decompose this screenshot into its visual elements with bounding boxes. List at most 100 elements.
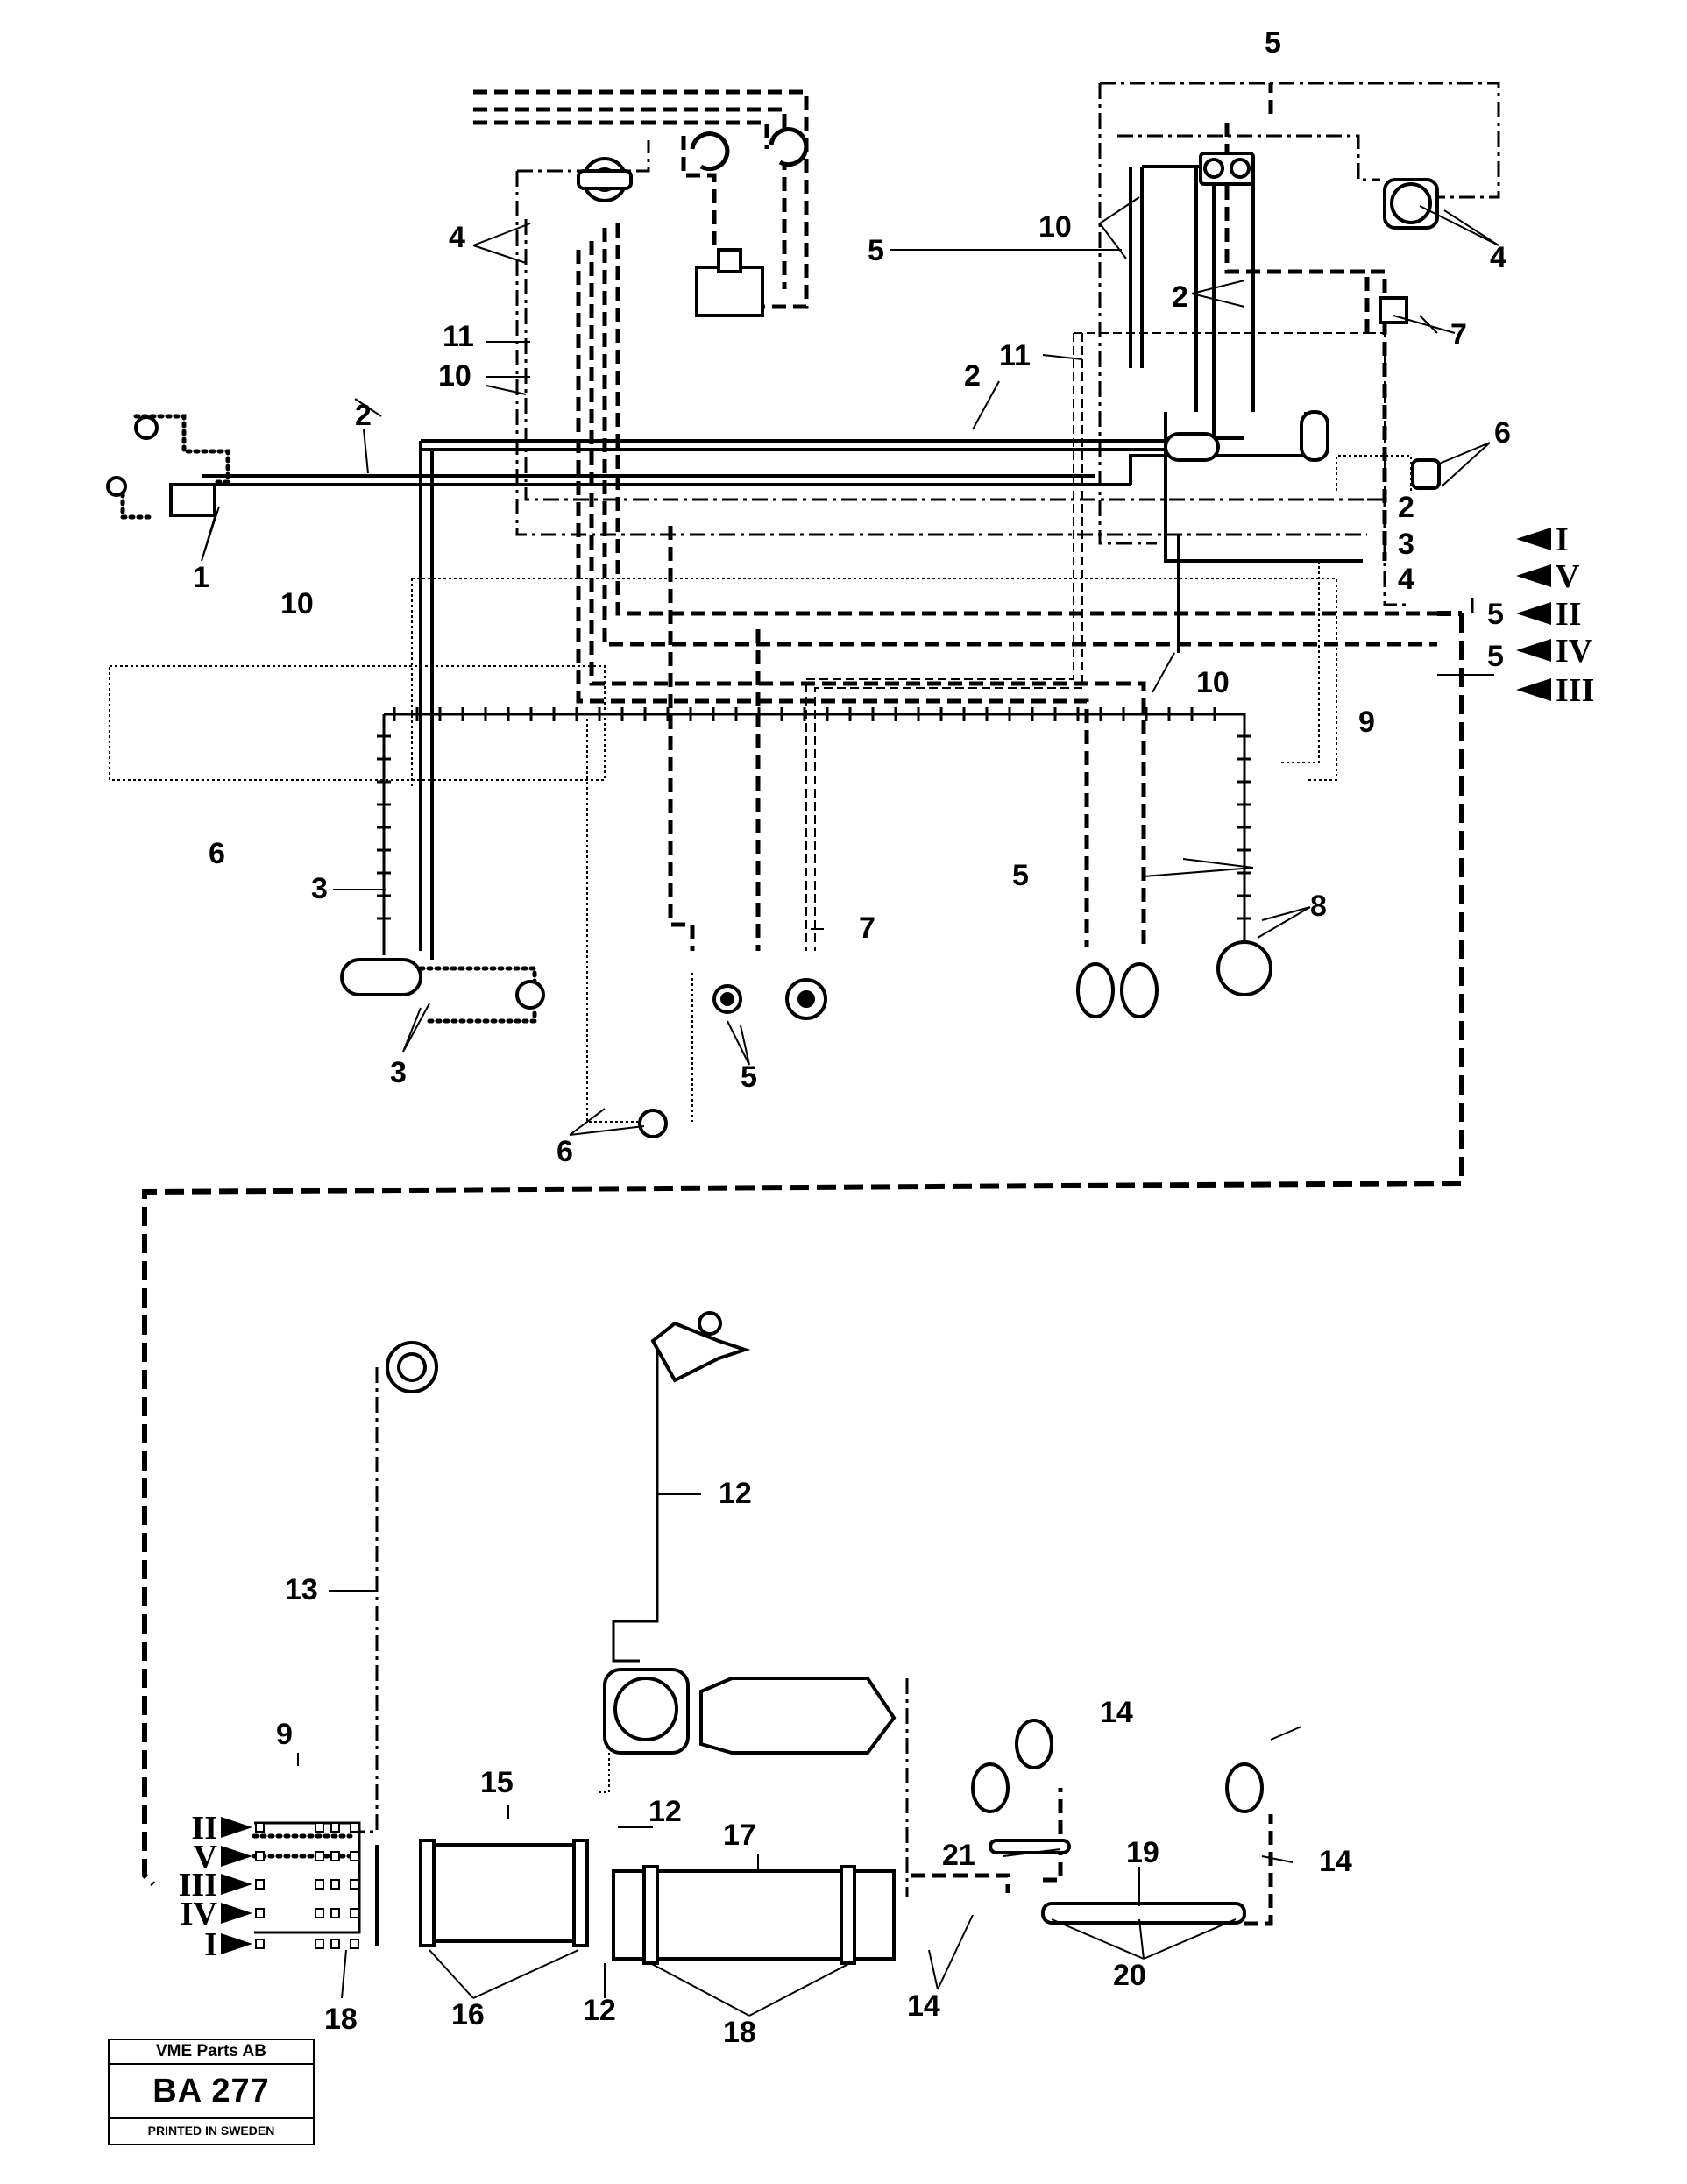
compressor-component	[603, 1668, 690, 1755]
air-tank-component	[699, 1677, 897, 1755]
plus-marker	[1139, 707, 1153, 721]
callout-18: 18	[324, 2003, 358, 2036]
connector-pin	[350, 1939, 359, 1949]
plus-marker	[820, 707, 834, 721]
callout-5: 5	[1487, 598, 1504, 631]
sensor-component	[1411, 458, 1441, 490]
callout-2: 2	[1398, 491, 1414, 524]
plus-marker	[377, 752, 391, 766]
connector-pin	[330, 1908, 340, 1918]
connector-pin	[255, 1908, 265, 1918]
title-stamp: VME Parts AB BA 277 PRINTED IN SWEDEN	[108, 2039, 315, 2145]
connector-arrow	[1516, 602, 1551, 625]
callout-2: 2	[1172, 280, 1188, 314]
connector-arrow	[221, 1846, 252, 1867]
line-5-dashed	[142, 83, 1464, 1926]
stamp-company: VME Parts AB	[110, 2040, 313, 2065]
plus-marker	[889, 707, 903, 721]
callout-5: 5	[1012, 859, 1029, 892]
callout-14: 14	[1319, 1845, 1352, 1878]
plus-marker	[1094, 707, 1108, 721]
callout-10: 10	[1196, 666, 1230, 699]
callout-6: 6	[1494, 416, 1511, 450]
callout-4: 4	[1490, 241, 1506, 274]
plus-marker	[433, 707, 447, 721]
connector-pin	[315, 1908, 324, 1918]
callout-10: 10	[280, 587, 314, 620]
callout-6: 6	[556, 1135, 573, 1168]
connector-label: II	[191, 1810, 217, 1847]
brake-valve-component	[650, 1311, 751, 1383]
valve-component	[690, 127, 809, 172]
line-7-thin	[805, 332, 1386, 951]
callout-12: 12	[719, 1477, 752, 1510]
callout-11: 11	[999, 339, 1031, 372]
plus-marker	[661, 707, 675, 721]
plus-marker	[1237, 775, 1251, 789]
plus-marker	[843, 707, 857, 721]
plus-marker	[980, 707, 994, 721]
connector-block-9	[255, 1822, 359, 1949]
plus-marker	[1048, 707, 1062, 721]
connector-label: III	[179, 1867, 217, 1904]
plus-marker	[592, 707, 606, 721]
plus-marker	[1237, 729, 1251, 743]
plus-marker	[377, 843, 391, 857]
callout-14: 14	[907, 1989, 940, 2023]
callout-4: 4	[1398, 563, 1414, 596]
connector-pin	[255, 1939, 265, 1949]
wheel-cylinders	[1076, 940, 1272, 1018]
plus-marker	[1116, 707, 1131, 721]
callout-5: 5	[868, 234, 884, 267]
plus-marker	[1237, 911, 1251, 925]
connector-pin	[330, 1851, 340, 1861]
callout-11: 11	[443, 320, 474, 353]
connector-pin	[315, 1879, 324, 1890]
connector-label: IV	[181, 1896, 218, 1932]
plus-marker	[797, 707, 812, 721]
plus-marker	[866, 707, 880, 721]
connector-label: IV	[1556, 633, 1593, 670]
filter-component	[577, 157, 633, 202]
plus-marker	[456, 707, 470, 721]
callout-19: 19	[1126, 1836, 1159, 1869]
double-gauge-component	[1199, 152, 1255, 186]
callout-5: 5	[1487, 640, 1504, 673]
connector-pin	[330, 1822, 340, 1833]
callout-5: 5	[741, 1060, 757, 1094]
plus-marker	[387, 707, 401, 721]
plus-marker	[1237, 798, 1251, 812]
connector-pin	[330, 1939, 340, 1949]
plus-marker	[1208, 707, 1222, 721]
plus-marker	[524, 707, 538, 721]
plus-marker	[377, 775, 391, 789]
connector-arrow	[221, 1817, 252, 1838]
callout-5: 5	[1265, 26, 1281, 60]
plus-marker	[1162, 707, 1176, 721]
callout-15: 15	[480, 1766, 514, 1799]
plus-marker	[377, 798, 391, 812]
plus-marker	[377, 889, 391, 903]
connector-pin	[255, 1879, 265, 1890]
tank-15	[419, 1839, 589, 1947]
block-component	[695, 248, 764, 317]
plus-marker	[684, 707, 698, 721]
line-1-dotted	[107, 414, 537, 1859]
plus-marker	[501, 707, 515, 721]
connector-arrow	[221, 1933, 252, 1954]
plus-marker	[547, 707, 561, 721]
connector-label: I	[204, 1926, 217, 1963]
pipe-21	[989, 1839, 1071, 1854]
connector-pin	[255, 1822, 265, 1833]
callout-10: 10	[438, 359, 471, 393]
callout-12: 12	[649, 1795, 682, 1828]
callout-3: 3	[311, 872, 328, 905]
connector-pin	[350, 1822, 359, 1833]
plus-marker	[410, 707, 424, 721]
callout-6: 6	[209, 837, 225, 870]
plus-marker	[478, 707, 493, 721]
connector-pin	[255, 1851, 265, 1861]
plus-marker	[752, 707, 766, 721]
callout-18: 18	[723, 2016, 756, 2049]
